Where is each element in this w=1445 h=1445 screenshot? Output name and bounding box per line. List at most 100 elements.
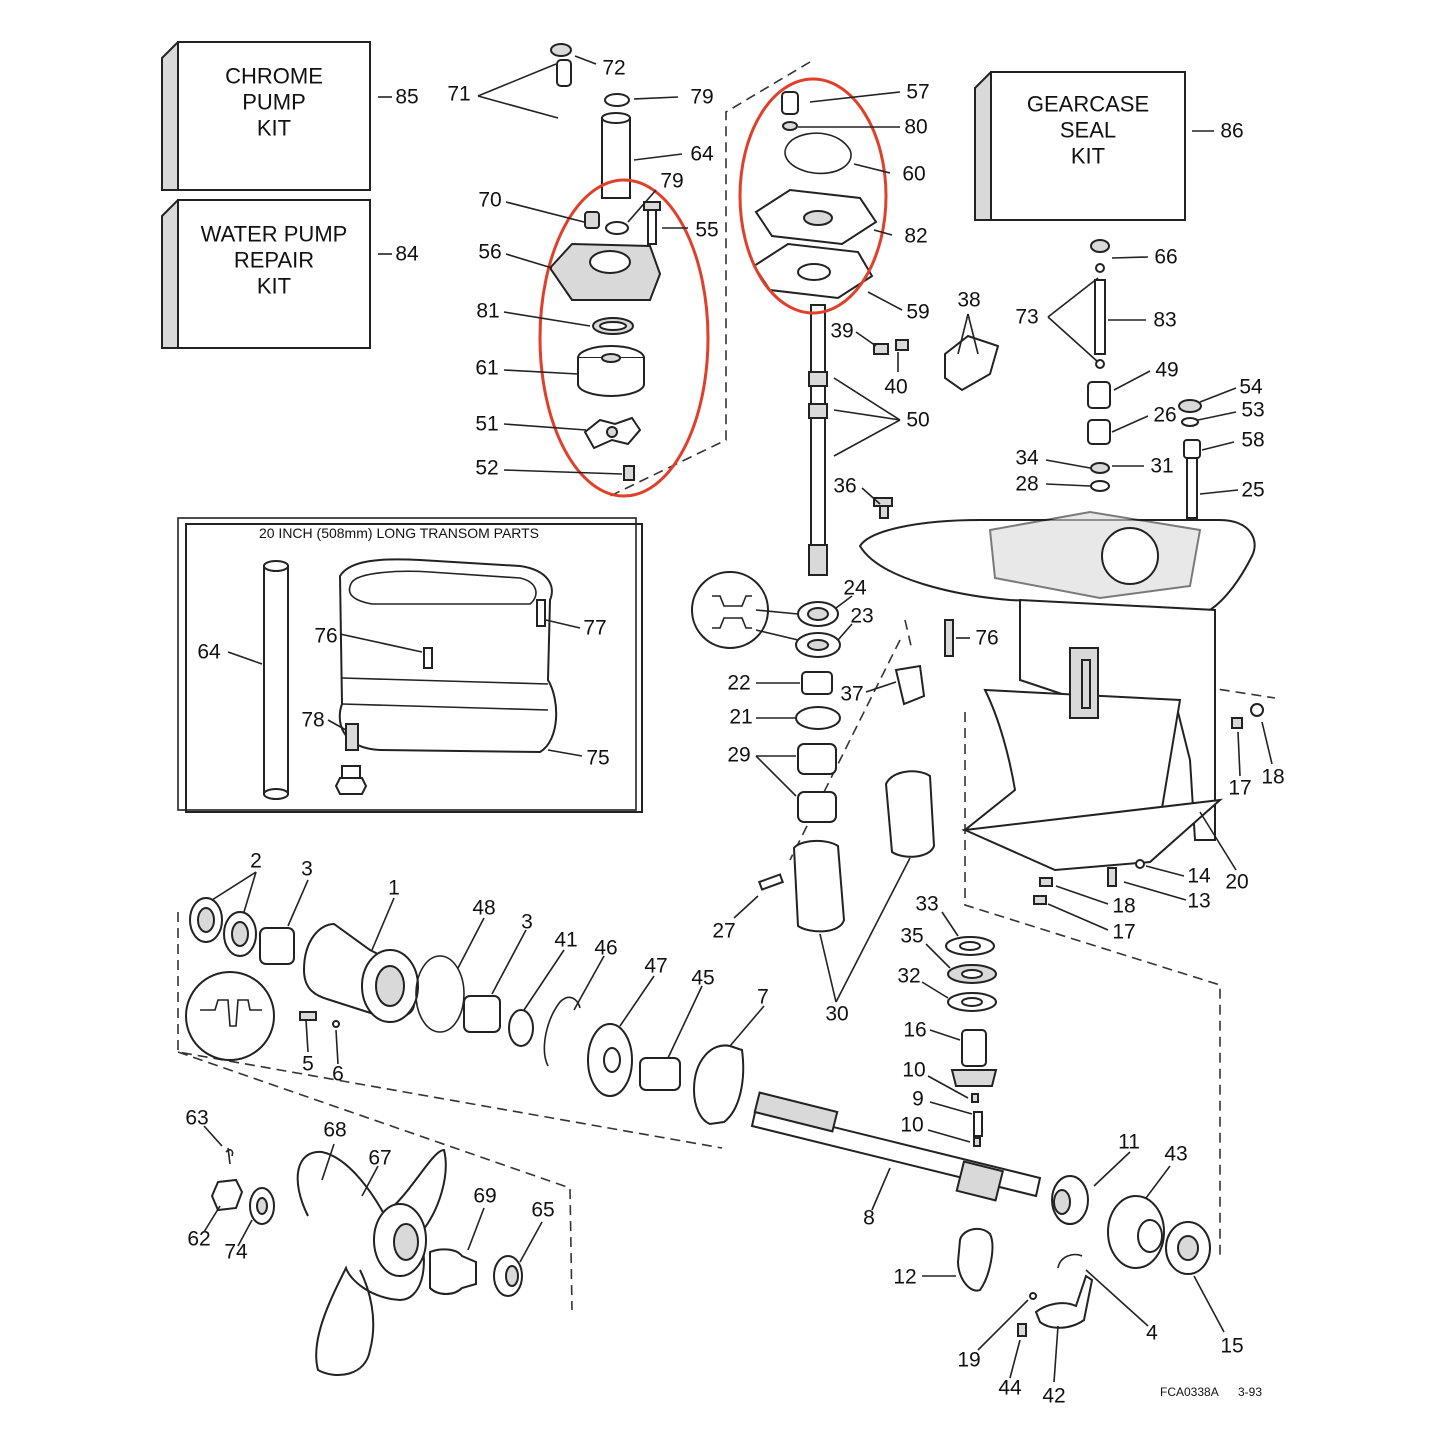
callout: 27 (712, 920, 735, 943)
callout-86: 86 (1220, 120, 1243, 143)
callout: 57 (906, 81, 929, 104)
callout: 8 (863, 1207, 875, 1230)
callout: 73 (1015, 306, 1038, 329)
callout: 45 (691, 967, 714, 990)
callout: 5 (302, 1053, 314, 1076)
callout: 62 (187, 1228, 210, 1251)
callout-85: 85 (395, 86, 418, 109)
callout: 60 (902, 163, 925, 186)
callout: 12 (893, 1266, 916, 1289)
callout: 83 (1153, 309, 1176, 332)
callout: 78 (301, 709, 324, 732)
callout: 74 (224, 1241, 248, 1264)
callout: 11 (1118, 1131, 1140, 1154)
callout: 36 (833, 475, 856, 498)
callout: 76 (975, 627, 998, 650)
drawing-code-number: FCA0338A (1160, 1385, 1219, 1399)
callout: 18 (1112, 895, 1135, 918)
callout: 17 (1228, 777, 1251, 800)
callout: 64 (690, 143, 714, 166)
callout: 72 (602, 57, 625, 80)
callout: 19 (957, 1349, 980, 1372)
callout: 53 (1241, 399, 1264, 422)
callout: 52 (475, 457, 498, 480)
callout: 29 (727, 744, 750, 767)
callout: 24 (843, 577, 867, 600)
callout: 65 (531, 1199, 554, 1222)
callout: 34 (1015, 447, 1039, 470)
callout: 51 (475, 413, 498, 436)
callout: 16 (903, 1019, 926, 1042)
callout: 31 (1150, 455, 1173, 478)
long-transom-inset: 20 INCH (508mm) LONG TRANSOM PARTS (177, 517, 643, 813)
callout: 50 (906, 409, 929, 432)
callout: 13 (1187, 890, 1210, 913)
callout: 10 (902, 1059, 925, 1082)
gearcase-housing (858, 510, 1256, 872)
callout: 44 (998, 1377, 1022, 1400)
kit-box-gearcase-seal: GEARCASE SEAL KIT 86 (974, 71, 1244, 221)
callout: 56 (478, 241, 501, 264)
water-pump-parts (548, 43, 662, 481)
callout: 48 (472, 897, 495, 920)
callout: 77 (583, 617, 606, 640)
shift-rod-parts (1033, 239, 1264, 905)
callout: 35 (900, 925, 923, 948)
callout: 20 (1225, 871, 1248, 894)
callout: 70 (478, 189, 501, 212)
callout: 61 (475, 357, 498, 380)
callout: 17 (1112, 921, 1135, 944)
callout: 38 (957, 289, 980, 312)
callout: 4 (1146, 1322, 1158, 1345)
callout-labels: 72 71 79 64 79 70 55 56 81 61 51 52 57 8… (185, 57, 1284, 1408)
callout: 64 (197, 641, 221, 664)
callout: 81 (476, 300, 499, 323)
kit-label-line: GEARCASE (1027, 92, 1149, 117)
callout: 21 (729, 706, 752, 729)
callout: 1 (388, 877, 400, 900)
inset-title: 20 INCH (508mm) LONG TRANSOM PARTS (259, 525, 539, 541)
callout: 22 (727, 672, 750, 695)
callout: 43 (1164, 1143, 1187, 1166)
callout: 32 (897, 965, 920, 988)
callout: 46 (594, 937, 617, 960)
callout: 15 (1220, 1335, 1243, 1358)
callout: 47 (644, 955, 667, 978)
callout: 18 (1261, 766, 1284, 789)
callout: 2 (250, 850, 262, 873)
callout: 9 (912, 1088, 924, 1111)
callout: 82 (904, 225, 927, 248)
callout: 23 (850, 605, 873, 628)
leader-lines (203, 55, 1273, 1383)
callout: 3 (521, 911, 533, 934)
kit-box-water-pump-repair: WATER PUMP REPAIR KIT 84 (161, 199, 419, 349)
kit-label-line: KIT (1071, 144, 1105, 169)
kit-label-line: KIT (257, 116, 291, 141)
kit-label-line: KIT (257, 274, 291, 299)
callout: 14 (1187, 865, 1211, 888)
callout: 37 (840, 683, 863, 706)
drawing-code-date: 3-93 (1238, 1385, 1262, 1399)
kit-label-line: CHROME (225, 64, 323, 89)
callout: 28 (1015, 473, 1038, 496)
callout: 54 (1239, 376, 1263, 399)
kit-label-line: PUMP (242, 90, 306, 115)
highlight-circle-pump-plates (738, 77, 888, 315)
kit-label-line: SEAL (1060, 118, 1116, 143)
callout: 67 (368, 1147, 391, 1170)
callout: 6 (332, 1063, 344, 1086)
callout: 26 (1153, 404, 1176, 427)
callout: 58 (1241, 429, 1264, 452)
callout: 76 (314, 625, 337, 648)
callout: 55 (695, 219, 718, 242)
callout: 59 (906, 301, 929, 324)
callout: 3 (301, 858, 313, 881)
pump-plates-parts (752, 91, 878, 300)
callout: 41 (554, 929, 577, 952)
propeller-parts (210, 1147, 523, 1377)
callout-84: 84 (395, 243, 419, 266)
kit-label-line: REPAIR (234, 248, 314, 273)
callout: 69 (473, 1185, 496, 1208)
lower-gear-parts (185, 897, 745, 1126)
callout: 79 (690, 86, 713, 109)
